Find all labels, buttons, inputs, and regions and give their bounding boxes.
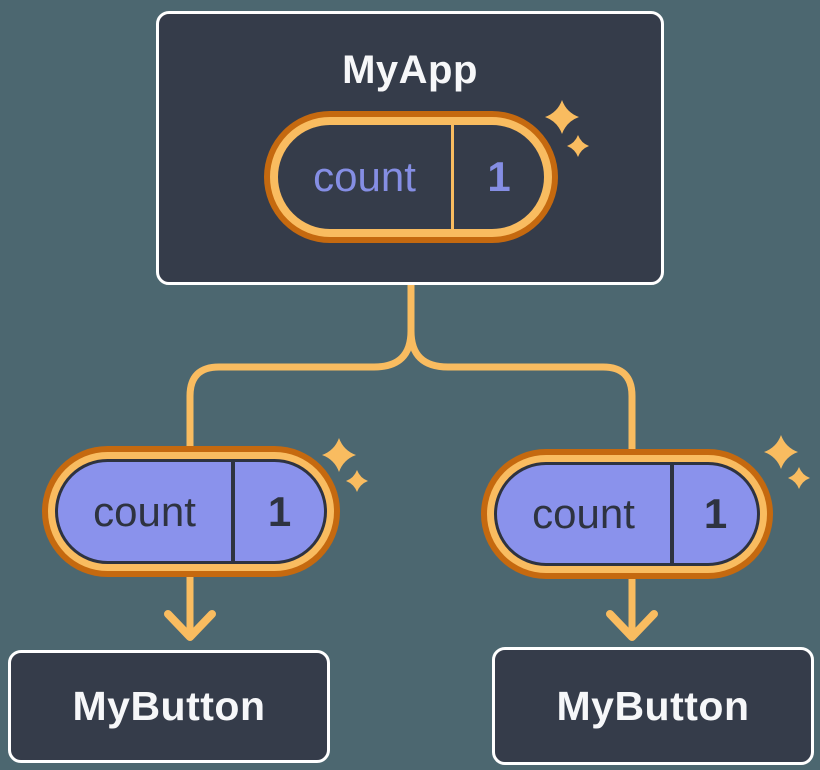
arrowhead-right-icon: [606, 610, 658, 641]
pill-divider: [231, 462, 235, 561]
state-pill-root-body: count 1: [270, 117, 552, 237]
connector-right-branch: [407, 281, 636, 633]
prop-pill-right: count 1: [481, 449, 773, 579]
prop-pill-right-ring: count 1: [487, 455, 767, 573]
prop-pill-left-ring: count 1: [48, 452, 334, 571]
pill-divider: [670, 465, 674, 563]
component-title: MyButton: [72, 683, 266, 729]
arrowhead-left-icon: [164, 610, 216, 641]
sparkle-small-star-icon: [346, 470, 368, 492]
sparkle-icon: [322, 438, 368, 492]
component-node-mybutton-right: MyButton: [492, 647, 814, 765]
sparkle-icon: [545, 100, 589, 157]
prop-value-label: 1: [703, 490, 728, 537]
prop-pill-right-body: count 1: [494, 462, 760, 566]
component-node-mybutton-left: MyButton: [8, 650, 330, 763]
state-pill-root: count 1: [264, 111, 558, 243]
prop-value-label: 1: [267, 487, 292, 535]
component-title: MyApp: [342, 48, 478, 92]
prop-pill-left: count 1: [42, 446, 340, 577]
component-title: MyButton: [556, 682, 750, 729]
sparkle-big-star-icon: [545, 100, 579, 134]
sparkle-small-star-icon: [567, 135, 589, 157]
sparkle-big-star-icon: [764, 435, 798, 469]
state-name-label: count: [313, 153, 416, 200]
prop-pill-left-body: count 1: [55, 459, 327, 564]
sparkle-big-star-icon: [322, 438, 356, 472]
sparkle-icon: [764, 435, 810, 489]
state-value-label: 1: [487, 153, 511, 200]
prop-name-label: count: [93, 487, 196, 535]
pill-divider: [451, 125, 454, 229]
prop-name-label: count: [532, 490, 635, 537]
sparkle-small-star-icon: [788, 467, 810, 489]
